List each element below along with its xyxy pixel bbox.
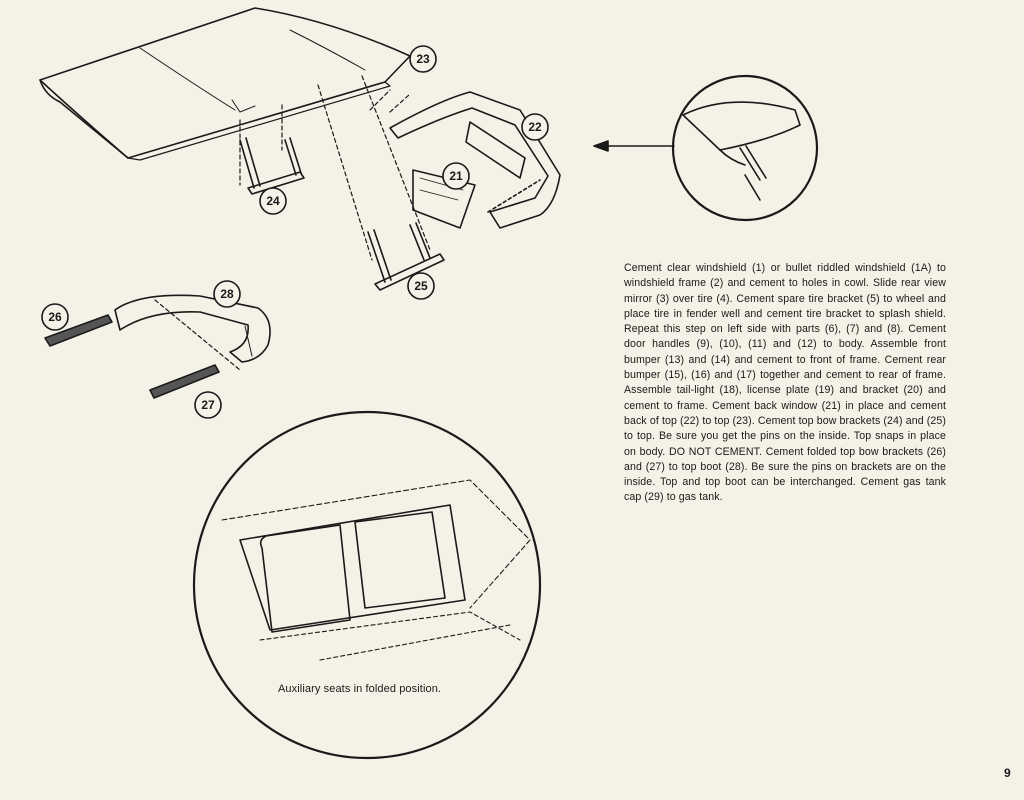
callout-25: 25 [414, 279, 428, 293]
callout-26: 26 [48, 310, 62, 324]
callout-27: 27 [201, 398, 215, 412]
assembly-lines [154, 75, 431, 371]
bow-bracket-illustration [239, 137, 305, 195]
callout-24: 24 [266, 194, 280, 208]
detail-circle-illustration [671, 74, 819, 222]
rear-window-frame-illustration [389, 91, 561, 229]
callout-markers [41, 45, 549, 419]
page-number: 9 [1004, 766, 1011, 780]
assembly-instructions: Cement clear windshield (1) or bullet ri… [624, 262, 946, 504]
callout-22: 22 [528, 120, 542, 134]
pointer-arrow-icon [593, 140, 675, 152]
callout-28: 28 [220, 287, 234, 301]
detail-caption: Auxiliary seats in folded position. [278, 683, 442, 695]
top-boot-illustration [114, 294, 271, 363]
folded-bracket-illustration [44, 314, 220, 399]
callout-21: 21 [449, 169, 463, 183]
top-illustration [39, 7, 411, 161]
auxiliary-seats-detail-illustration [192, 410, 542, 760]
bow-bracket-illustration [367, 222, 445, 291]
callout-23: 23 [416, 52, 430, 66]
